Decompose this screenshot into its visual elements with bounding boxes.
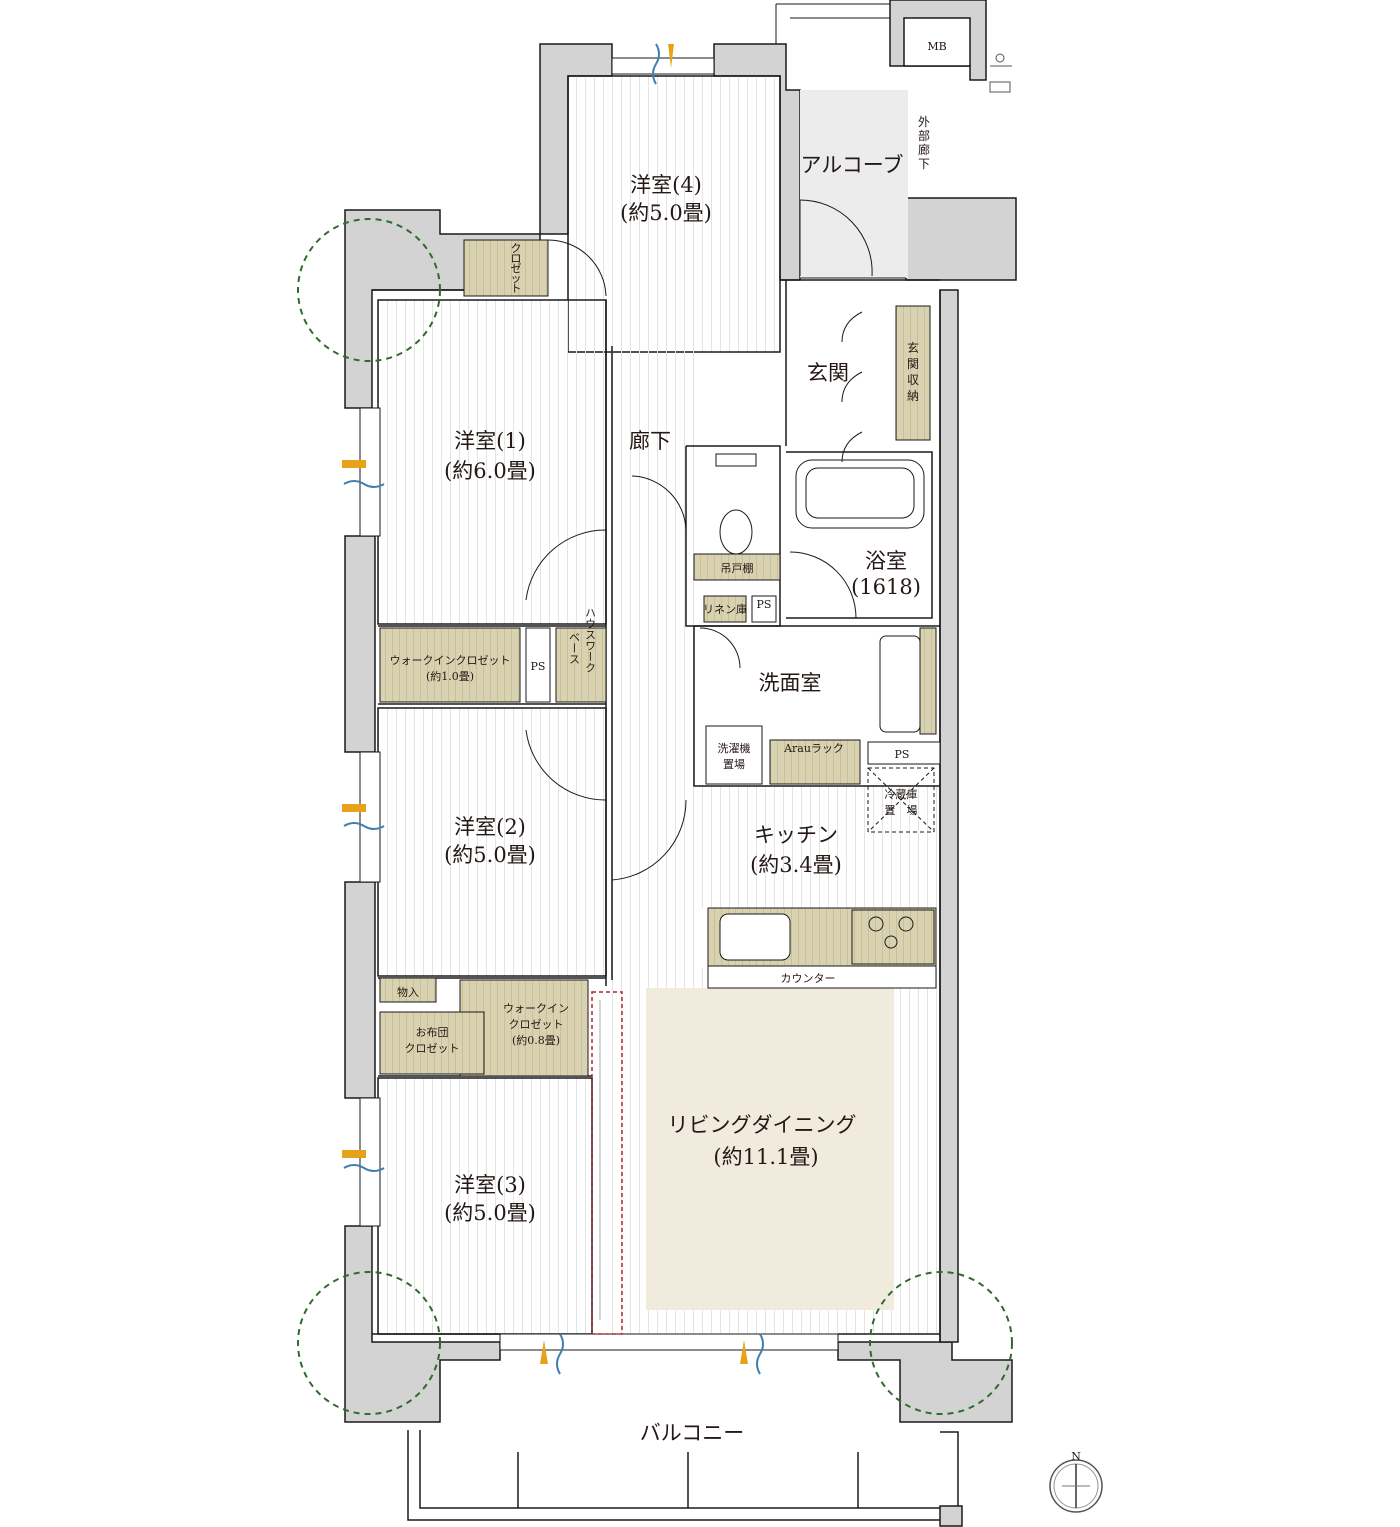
bath-size: (1618) (851, 575, 921, 599)
hallway-label: 廊下 (629, 429, 671, 453)
mb-box (775, 3, 1012, 93)
room-size: (約5.0畳) (444, 843, 536, 867)
balcony (407, 1430, 963, 1527)
entrance-storage-3: 収 (907, 373, 919, 387)
closet-label-3: ゼ (511, 262, 522, 275)
doors (525, 199, 873, 1335)
room-labels: 洋室(4) (約5.0畳) アルコーブ MB 外 部 廊 下 ク ロ ゼ ッ ト… (390, 40, 1082, 1463)
room-label: 洋室(2) (454, 815, 526, 839)
outer-corridor-4: 下 (918, 157, 930, 171)
housework-label-2: ベース (568, 632, 581, 665)
burner-icon (884, 935, 898, 949)
closet-label-5: ト (511, 282, 522, 295)
mb-label: MB (927, 40, 946, 53)
wic1-label: ウォークインクロゼット (390, 654, 511, 667)
window-frames (359, 57, 839, 1351)
alcove-label: アルコーブ (800, 153, 903, 177)
kitchen-label: キッチン (754, 823, 838, 847)
outer-corridor-3: 廊 (918, 142, 930, 157)
futon-label-2: クロゼット (405, 1042, 460, 1055)
sash-markers (342, 43, 764, 1375)
burner-icon (868, 916, 884, 932)
burner-icon (898, 916, 914, 932)
room-size: (約6.0畳) (444, 459, 536, 483)
ps-label: PS (895, 748, 910, 761)
entrance-storage-1: 玄 (907, 340, 919, 355)
closet-label-4: ッ (511, 272, 522, 285)
room-size: (約5.0畳) (444, 1201, 536, 1225)
ps-label: PS (531, 660, 546, 673)
housework-label-1: ハウスワーク (584, 607, 597, 673)
wic1-size: (約1.0畳) (426, 669, 474, 683)
entrance-storage-4: 納 (907, 389, 919, 403)
washer-label-1: 洗濯機 (718, 741, 751, 755)
linen-label: リネン庫 (703, 602, 747, 616)
room-label: 洋室(1) (454, 429, 526, 453)
north-label: N (1071, 1450, 1081, 1463)
alcove-area (800, 90, 908, 279)
hanging-shelf-label: 吊戸棚 (721, 561, 754, 575)
room-size: (約5.0畳) (620, 201, 712, 225)
outer-corridor-1: 外 (918, 115, 930, 129)
wic2-label-2: クロゼット (509, 1018, 564, 1031)
living-label: リビングダイニング (668, 1113, 857, 1137)
arau-label: Arauラック (783, 742, 844, 755)
closet-label-2: ロ (511, 252, 522, 265)
bath-fixtures (525, 453, 925, 785)
counter-label: カウンター (781, 972, 836, 985)
north-arrow-icon (1049, 1459, 1103, 1513)
entrance-storage-2: 関 (907, 357, 919, 371)
wic2-label-3: (約0.8畳) (512, 1033, 560, 1047)
living-size: (約11.1畳) (713, 1145, 818, 1169)
living-dining-area (646, 988, 894, 1310)
futon-label-1: お布団 (416, 1026, 449, 1039)
washer-label-2: 置場 (723, 758, 745, 771)
balcony-label: バルコニー (640, 1421, 745, 1445)
ps-label: PS (757, 598, 772, 611)
room-label: 洋室(3) (454, 1173, 526, 1197)
outer-corridor-2: 部 (918, 128, 930, 143)
entrance-label: 玄関 (807, 361, 849, 385)
storage-units (379, 239, 937, 1077)
washroom-label: 洗面室 (759, 671, 822, 695)
wic2-label-1: ウォークイン (503, 1002, 569, 1015)
room-label: 洋室(4) (630, 173, 702, 197)
closet-label-1: ク (511, 242, 522, 255)
kitchen-fixtures (707, 741, 941, 989)
fridge-label-2: 置 場 (885, 804, 918, 817)
fridge-label-1: 冷蔵庫 (885, 787, 918, 801)
storage-label: 物入 (397, 985, 419, 999)
kitchen-size: (約3.4畳) (750, 853, 842, 877)
bath-label: 浴室 (865, 549, 907, 573)
tree-circles (297, 218, 1013, 1415)
